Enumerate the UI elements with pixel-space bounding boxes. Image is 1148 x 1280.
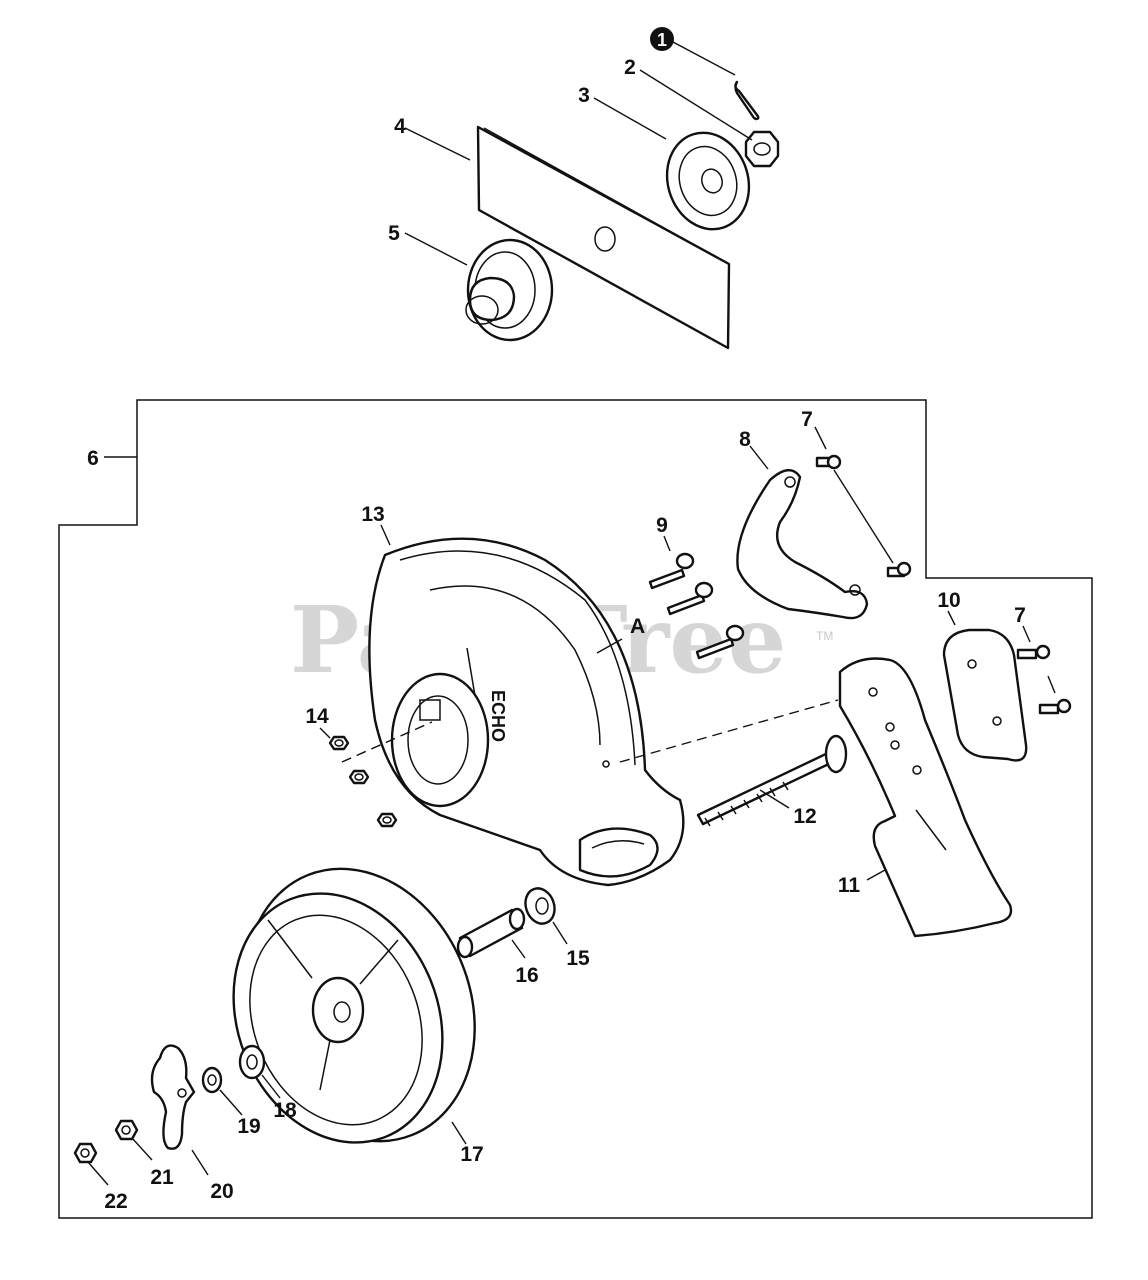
callout-16: 16	[515, 964, 538, 987]
callout-20: 20	[210, 1180, 233, 1203]
leader-lines	[87, 41, 1056, 1186]
edger-shoe	[838, 657, 1013, 938]
wing-nut-20	[150, 1044, 196, 1150]
callout-9: 9	[656, 514, 668, 537]
callout-5: 5	[388, 222, 400, 245]
callout-4: 4	[394, 115, 406, 138]
kit-outline	[58, 399, 1093, 1219]
callout-8: 8	[739, 428, 751, 451]
callout-1: 1	[650, 27, 674, 51]
svg-text:ECHO: ECHO	[488, 690, 508, 742]
blade-guard: ECHO	[368, 537, 685, 887]
dash-line-bolt	[619, 699, 839, 763]
callout-1-badge	[650, 27, 674, 51]
callout-22: 22	[104, 1190, 127, 1213]
callout-7-right: 7	[1014, 604, 1026, 627]
callout-21: 21	[150, 1166, 174, 1189]
callout-13: 13	[361, 503, 384, 526]
nut-21	[114, 1119, 139, 1141]
castle-nut	[744, 130, 780, 168]
bolts-7	[815, 454, 1072, 715]
callout-14: 14	[305, 705, 329, 728]
guide-plate	[942, 628, 1028, 762]
washer-18	[238, 1044, 266, 1080]
washer-15	[524, 887, 556, 925]
callout-15: 15	[566, 947, 590, 970]
carriage-bolt	[696, 734, 848, 827]
cup-washer	[665, 131, 751, 231]
cotter-pin	[734, 80, 760, 121]
callout-10: 10	[937, 589, 960, 612]
callout-3: 3	[578, 84, 590, 107]
blade	[476, 125, 731, 350]
deflector	[736, 469, 869, 620]
section-a-pointer	[596, 638, 623, 654]
watermark-trademark: TM	[816, 629, 833, 643]
callout-7-top: 7	[801, 408, 813, 431]
blade-holder	[465, 238, 554, 342]
callout-11: 11	[838, 874, 861, 897]
nut-22	[73, 1142, 98, 1164]
callout-17: 17	[460, 1143, 483, 1166]
callout-12: 12	[793, 805, 816, 828]
lock-washer-19	[201, 1066, 223, 1094]
callout-18: 18	[273, 1099, 297, 1122]
wheel	[232, 867, 476, 1144]
nuts-14	[328, 735, 398, 828]
callout-1-text: 1	[657, 30, 667, 50]
dash-line-nuts	[341, 721, 433, 763]
callout-6: 6	[87, 447, 99, 470]
section-a-label: A	[630, 615, 645, 638]
screws-9	[648, 552, 745, 660]
spacer-16	[456, 907, 526, 959]
callout-19: 19	[237, 1115, 260, 1138]
callout-2: 2	[624, 56, 636, 79]
